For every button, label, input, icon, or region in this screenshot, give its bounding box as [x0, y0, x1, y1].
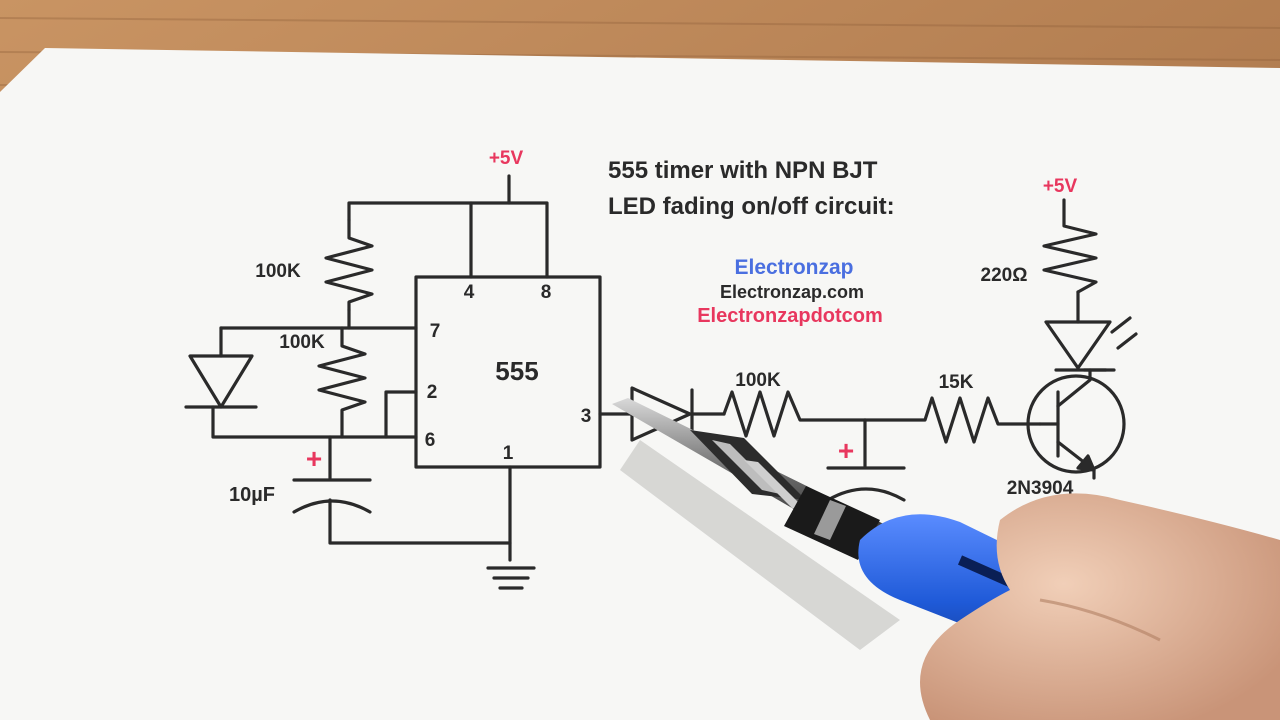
pin-8-label: 8: [541, 282, 552, 303]
supply-right-label: +5V: [1043, 176, 1078, 197]
resistor-mid-label: 100K: [279, 332, 325, 353]
brand-name: Electronzap: [734, 256, 853, 279]
transistor-label: 2N3904: [1007, 478, 1074, 499]
pin-4-label: 4: [464, 282, 475, 303]
title-line-2: LED fading on/off circuit:: [608, 193, 895, 220]
brand-handle: Electronzapdotcom: [697, 305, 883, 327]
chip-label: 555: [495, 356, 538, 386]
resistor-base-label: 15K: [939, 372, 974, 393]
pin-2-label: 2: [427, 382, 438, 403]
resistor-led-label: 220Ω: [981, 265, 1028, 286]
timer-555-chip: [414, 275, 602, 469]
capacitor-polarity-mark: +: [306, 443, 322, 474]
resistor-out-label: 100K: [735, 370, 781, 391]
hand: [920, 493, 1280, 720]
pin-3-label: 3: [581, 406, 592, 427]
resistor-top-label: 100K: [255, 261, 301, 282]
pin-1-label: 1: [503, 443, 514, 464]
title-line-1: 555 timer with NPN BJT: [608, 157, 878, 184]
brand-site: Electronzap.com: [720, 282, 864, 302]
pin-6-label: 6: [425, 430, 436, 451]
capacitor-right-polarity-mark: +: [838, 435, 854, 466]
capacitor-timing-label: 10µF: [229, 484, 275, 506]
pin-7-label: 7: [430, 321, 441, 342]
supply-left-label: +5V: [489, 148, 524, 169]
left-circuit-wiring: [184, 174, 602, 590]
